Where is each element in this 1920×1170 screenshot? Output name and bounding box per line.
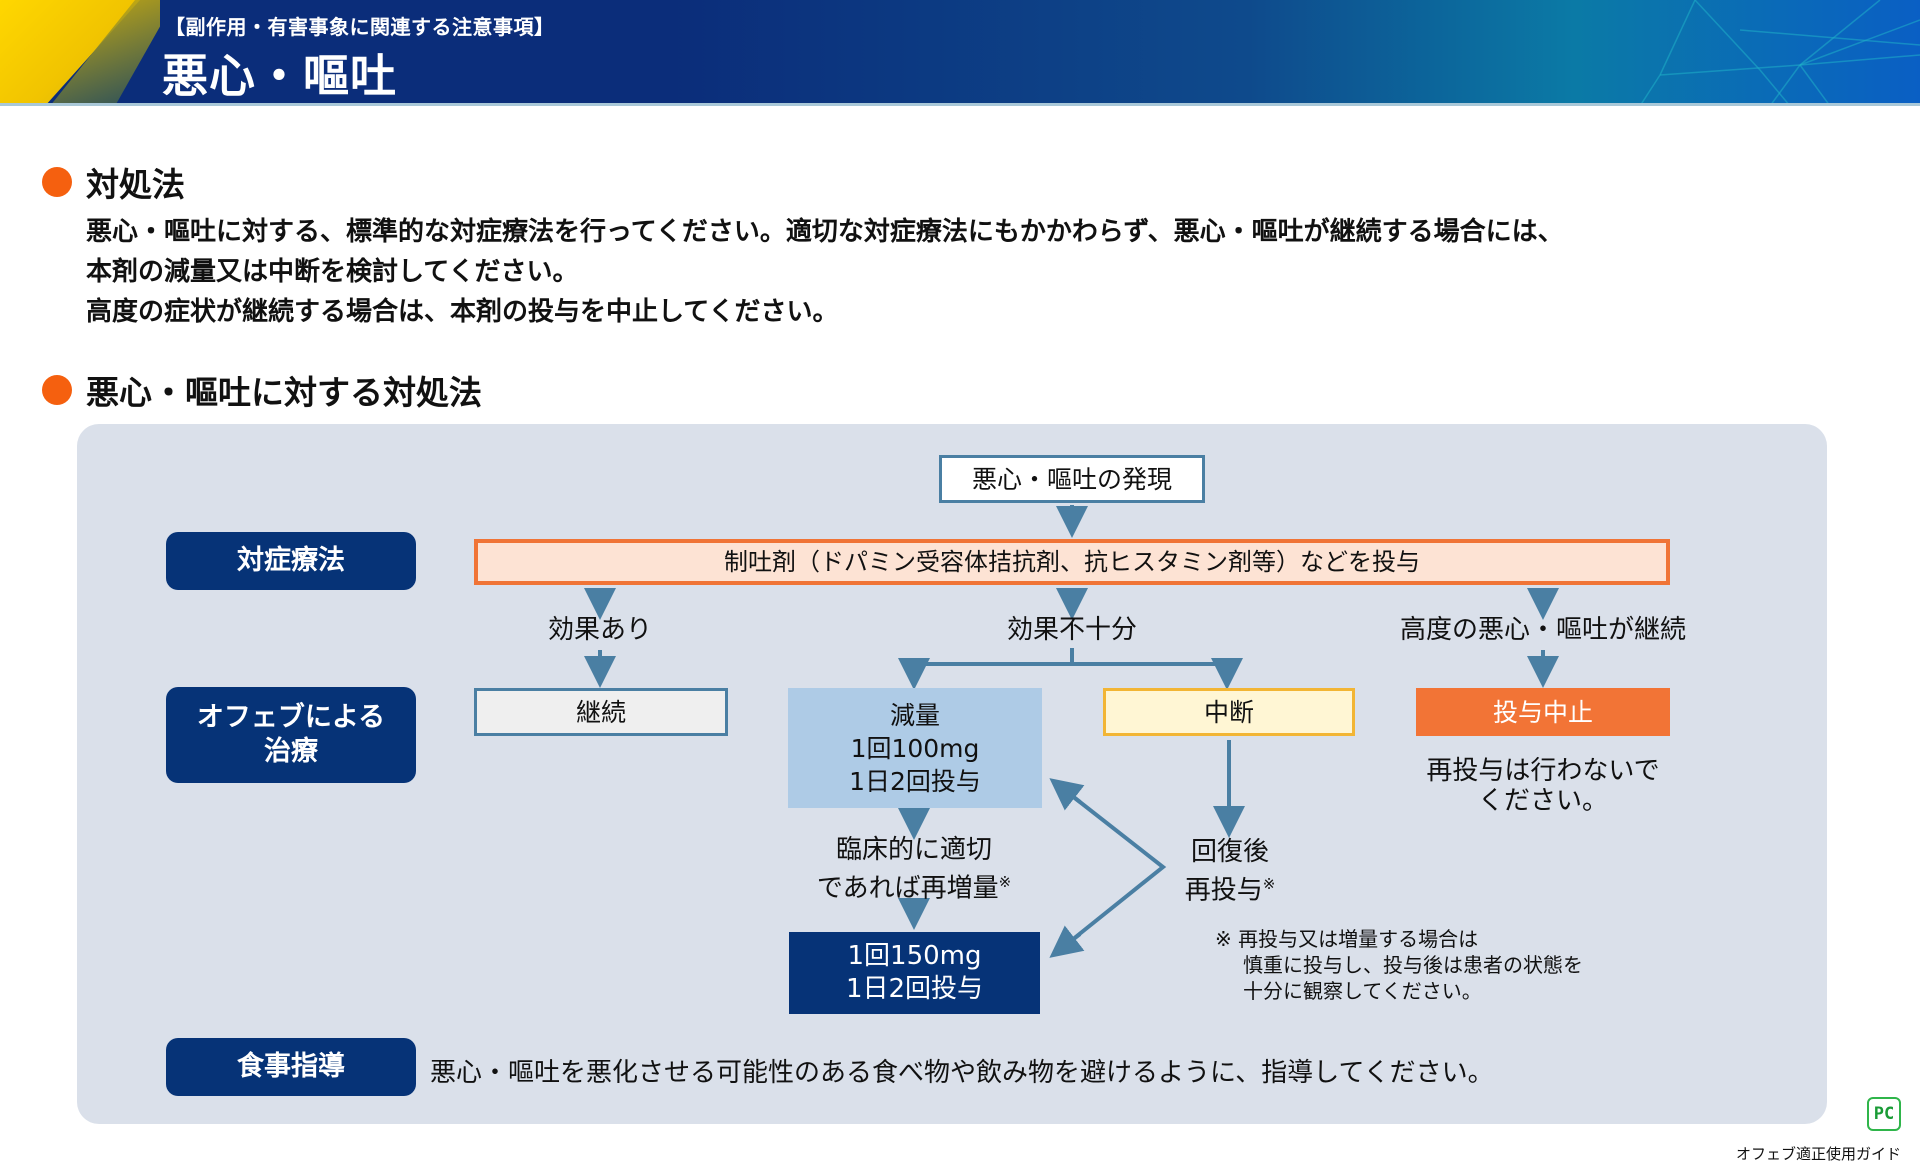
label-no-readministration: 再投与は行わないで ください。 (1383, 756, 1703, 816)
footer-guide-name: オフェブ適正使用ガイド (1735, 1145, 1901, 1163)
label-recovery: 回復後 再投与※ (1160, 836, 1300, 907)
note-mark: ※ (998, 873, 1012, 891)
management-text: 悪心・嘔吐に対する、標準的な対症療法を行ってください。適切な対症療法にもかかわら… (86, 212, 1564, 332)
side-label-text: オフェブによる (196, 702, 386, 733)
side-label-diet: 食事指導 (166, 1038, 416, 1096)
section-heading-text: 対処法 (86, 165, 185, 204)
box-text: 継続 (575, 697, 626, 727)
footnote-line: 慎重に投与し、投与後は患者の状態を (1243, 953, 1583, 977)
side-label-text: 対症療法 (237, 545, 345, 576)
label-severe: 高度の悪心・嘔吐が継続 (1399, 615, 1686, 645)
pc-logo-icon: PC (1867, 1097, 1901, 1131)
network-decoration-icon (1641, 0, 1920, 103)
header-subtitle: 【副作用・有害事象に関連する注意事項】 (165, 15, 555, 39)
footnote-line: 十分に観察してください。 (1243, 979, 1482, 1003)
label-line: ください。 (1477, 786, 1608, 816)
footnote: ※ 再投与又は増量する場合は 慎重に投与し、投与後は患者の状態を 十分に観察して… (1215, 926, 1583, 1004)
label-reincrease: 臨床的に適切 であれば再増量※ (784, 834, 1044, 905)
box-text: 投与中止 (1492, 697, 1593, 727)
box-interrupt: 中断 (1103, 688, 1355, 736)
label-line: であれば再増量 (816, 873, 999, 904)
box-continue: 継続 (474, 688, 728, 736)
section-heading-management: 対処法 (42, 158, 185, 206)
box-onset: 悪心・嘔吐の発現 (939, 455, 1205, 503)
box-text: 減量 (889, 700, 940, 730)
side-label-text: 食事指導 (237, 1051, 345, 1082)
box-text: 1回150mg (847, 941, 982, 971)
logo-text: PC (1873, 1104, 1895, 1124)
note-mark: ※ (1262, 875, 1276, 893)
diet-guidance-text: 悪心・嘔吐を悪化させる可能性のある食べ物や飲み物を避けるように、指導してください… (430, 1058, 1494, 1088)
footnote-line: ※ 再投与又は増量する場合は (1215, 927, 1479, 951)
box-text: 悪心・嘔吐の発現 (971, 464, 1172, 494)
side-label-text: 治療 (264, 736, 318, 767)
box-discontinue: 投与中止 (1416, 688, 1670, 736)
box-text: 1日2回投与 (849, 766, 981, 796)
page-title: 悪心・嘔吐 (162, 49, 397, 103)
box-text: 中断 (1203, 697, 1254, 727)
label-line: 回復後 (1190, 837, 1269, 867)
label-line: 再投与 (1184, 875, 1263, 906)
box-antiemetic: 制吐剤（ドパミン受容体拮抗剤、抗ヒスタミン剤等）などを投与 (474, 539, 1670, 585)
box-dose-reduction: 減量 1回100mg 1日2回投与 (788, 688, 1042, 808)
label-line: 再投与は行わないで (1426, 756, 1660, 786)
page-header: 【副作用・有害事象に関連する注意事項】 悪心・嘔吐 (0, 0, 1920, 106)
label-insufficient: 効果不十分 (1006, 615, 1137, 645)
box-dose-150: 1回150mg 1日2回投与 (789, 932, 1040, 1014)
management-line: 高度の症状が継続する場合は、本剤の投与を中止してください。 (86, 297, 839, 327)
management-line: 悪心・嘔吐に対する、標準的な対症療法を行ってください。適切な対症療法にもかかわら… (86, 217, 1564, 247)
section-heading-text: 悪心・嘔吐に対する対処法 (86, 373, 482, 412)
box-text: 1回100mg (850, 733, 980, 763)
side-label-symptomatic: 対症療法 (166, 532, 416, 590)
label-line: 臨床的に適切 (835, 835, 992, 865)
box-text: 1日2回投与 (845, 974, 984, 1004)
bullet-dot-icon (42, 167, 72, 197)
bullet-dot-icon (42, 375, 72, 405)
label-effective: 効果あり (547, 615, 652, 645)
management-line: 本剤の減量又は中断を検討してください。 (86, 257, 579, 287)
section-heading-flowchart: 悪心・嘔吐に対する対処法 (42, 366, 482, 414)
side-label-ofev-treatment: オフェブによる 治療 (166, 687, 416, 783)
box-text: 制吐剤（ドパミン受容体拮抗剤、抗ヒスタミン剤等）などを投与 (724, 547, 1420, 576)
